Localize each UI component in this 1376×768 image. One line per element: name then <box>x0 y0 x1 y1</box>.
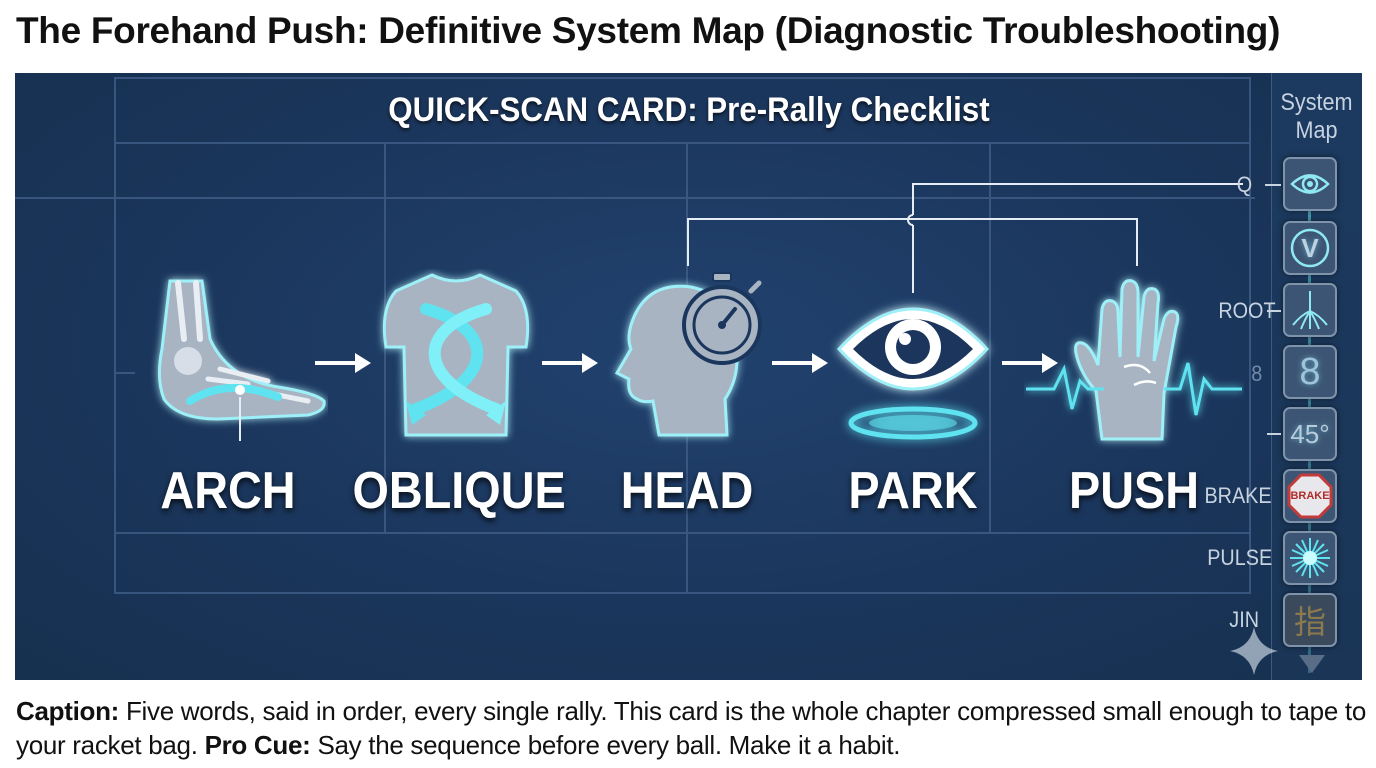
foot-arch-icon <box>157 279 326 441</box>
sparkle-icon <box>1230 627 1278 675</box>
map-tile-8[interactable]: 8 <box>1283 345 1337 399</box>
map-tile-45[interactable]: 45° <box>1283 407 1337 461</box>
hand-pulse-icon <box>1026 279 1242 441</box>
map-tile-brake[interactable]: BRAKE <box>1283 469 1337 523</box>
map-tile-q[interactable] <box>1283 157 1337 211</box>
head-stopwatch-icon <box>614 272 762 437</box>
caption-label: Caption: <box>16 696 120 726</box>
map-label-root: ROOT <box>1218 298 1276 323</box>
kanji-finger-icon: 指 <box>1293 603 1326 641</box>
step-push: PUSH <box>1019 269 1249 521</box>
feedback-connectors <box>687 183 1243 293</box>
caption: Caption: Five words, said in order, ever… <box>16 694 1366 762</box>
starburst-icon <box>1290 538 1330 578</box>
map-label-pulse: PULSE <box>1207 545 1272 570</box>
map-tile-jin[interactable]: 指 <box>1283 593 1337 647</box>
step-label-push: PUSH <box>1068 462 1200 520</box>
roots-icon <box>1292 291 1328 330</box>
card-title: QUICK-SCAN CARD: Pre-Rally Checklist <box>388 91 990 129</box>
eye-icon <box>1290 174 1330 194</box>
step-label-park: PARK <box>848 462 978 520</box>
arrow-right-icon <box>772 353 828 373</box>
system-map-heading: System Map <box>1280 89 1353 144</box>
step-label-arch: ARCH <box>160 462 296 520</box>
torso-twist-icon <box>382 273 530 437</box>
step-label-oblique: OBLIQUE <box>352 462 566 520</box>
step-arch: ARCH <box>113 269 343 521</box>
map-tile-root[interactable] <box>1283 283 1337 337</box>
arrow-right-icon <box>315 353 371 373</box>
stop-sign-icon <box>1287 473 1333 519</box>
quick-scan-card: QUICK-SCAN CARD: Pre-Rally Checklist <box>15 73 1362 680</box>
chevron-down-icon <box>1299 655 1325 673</box>
angle-45-icon: 45° <box>1290 418 1330 449</box>
map-tile-v[interactable]: V <box>1283 221 1337 275</box>
map-label-q: Q <box>1236 172 1252 197</box>
map-label-brake: BRAKE <box>1204 483 1272 508</box>
eye-icon <box>836 307 990 440</box>
stopwatch-icon <box>682 272 762 365</box>
page-title: The Forehand Push: Definitive System Map… <box>16 10 1281 51</box>
step-oblique: OBLIQUE <box>341 269 571 521</box>
arrow-right-icon <box>1002 353 1058 373</box>
caption-text: Five words, said in order, every single … <box>16 696 1367 760</box>
pro-cue-text: Say the sequence before every ball. Make… <box>310 730 901 760</box>
step-head: HEAD <box>572 269 802 521</box>
map-tile-pulse[interactable] <box>1283 531 1337 585</box>
pro-cue-label: Pro Cue: <box>204 730 311 760</box>
v-badge-icon <box>1290 228 1330 268</box>
arrow-right-icon <box>542 353 598 373</box>
map-label-8: 8 <box>1250 361 1262 386</box>
step-label-head: HEAD <box>620 462 754 520</box>
step-park: PARK <box>798 269 1028 521</box>
